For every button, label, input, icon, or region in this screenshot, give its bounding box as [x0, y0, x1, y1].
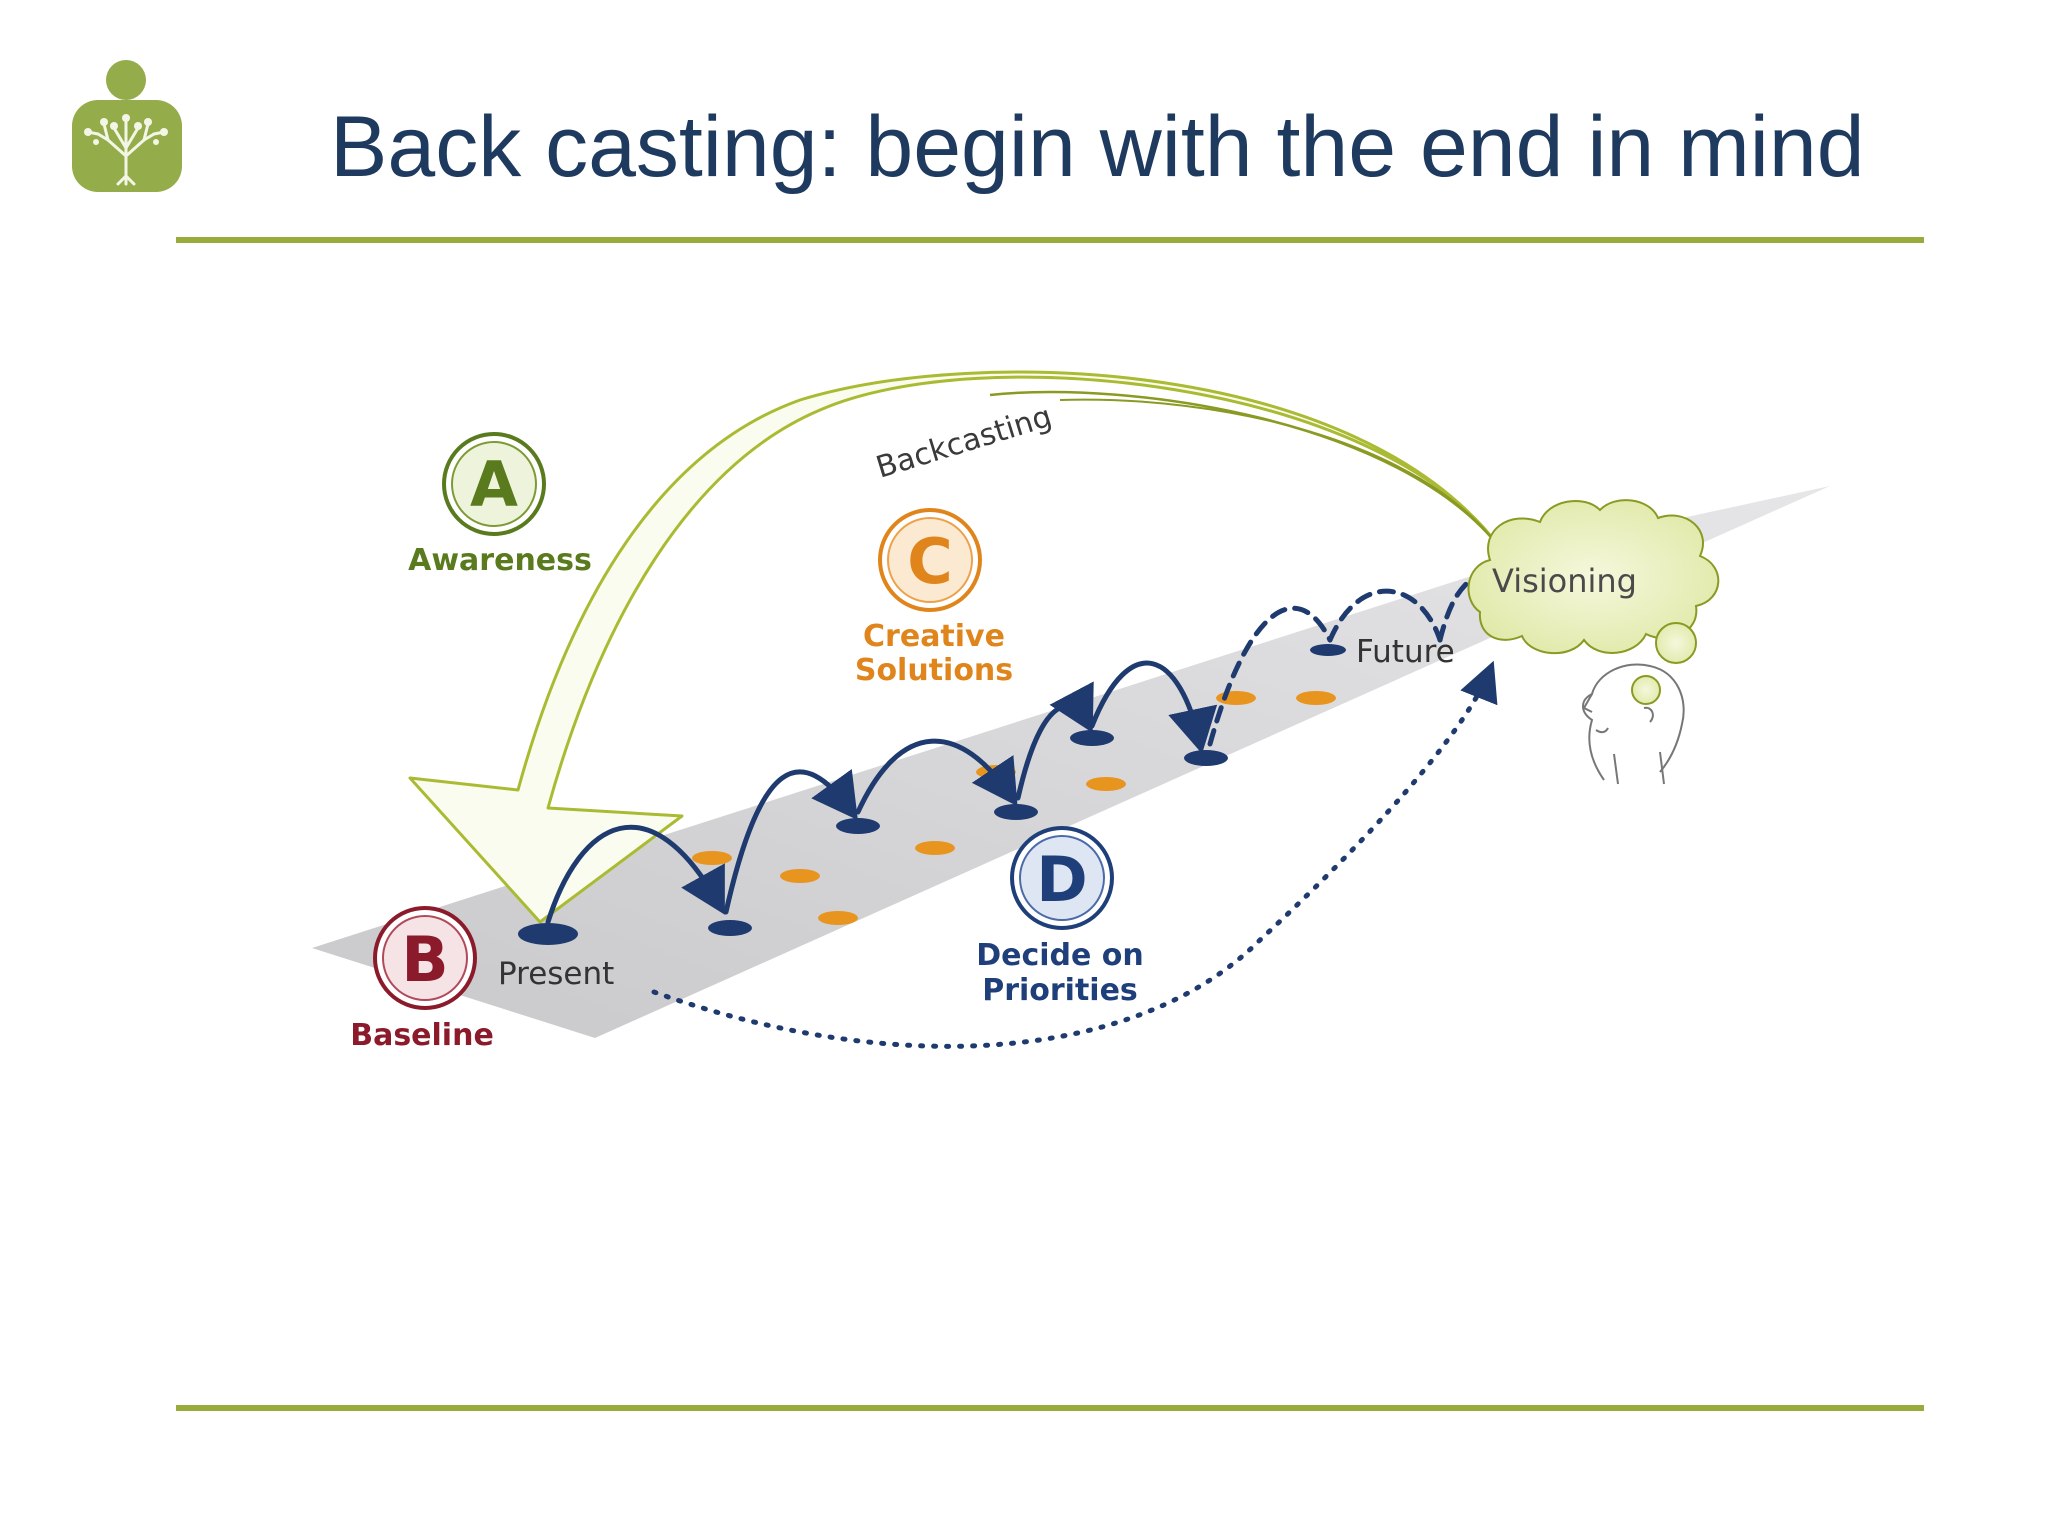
future-label: Future — [1356, 634, 1455, 670]
title-divider — [176, 237, 1924, 243]
step-d-label-line1: Decide on — [976, 938, 1144, 973]
step-a-awareness: A Awareness — [408, 432, 592, 578]
dashed-arcs — [1207, 577, 1473, 747]
dotted-forecast-arrow — [651, 660, 1498, 1049]
step-d-decide-on-priorities: D Decide on Priorities — [976, 826, 1144, 1008]
footer-divider — [176, 1405, 1924, 1411]
jump-arcs — [545, 660, 1218, 925]
present-label: Present — [498, 956, 614, 992]
step-a-label: Awareness — [408, 543, 592, 578]
step-d-label-line2: Priorities — [982, 973, 1138, 1008]
page-title: Back casting: begin with the end in mind — [330, 99, 1865, 195]
step-d-letter: D — [1036, 843, 1087, 916]
step-b-letter: B — [401, 923, 448, 996]
visioning-label: Visioning — [1492, 562, 1637, 600]
person-with-tree-logo-icon — [72, 60, 182, 192]
step-c-letter: C — [907, 525, 953, 598]
step-c-label-line2: Solutions — [855, 653, 1013, 688]
step-b-label: Baseline — [350, 1018, 494, 1053]
thinking-head-icon — [1582, 663, 1685, 785]
step-a-letter: A — [470, 448, 518, 521]
step-c-label-line1: Creative — [863, 619, 1005, 654]
backcasting-arrow — [408, 370, 1502, 924]
visioning-cloud: Visioning — [1467, 499, 1720, 705]
step-ovals — [518, 644, 1346, 945]
backcasting-label: Backcasting — [872, 399, 1056, 486]
step-c-creative-solutions: C Creative Solutions — [855, 508, 1013, 688]
step-b-baseline: B Baseline — [350, 906, 494, 1053]
